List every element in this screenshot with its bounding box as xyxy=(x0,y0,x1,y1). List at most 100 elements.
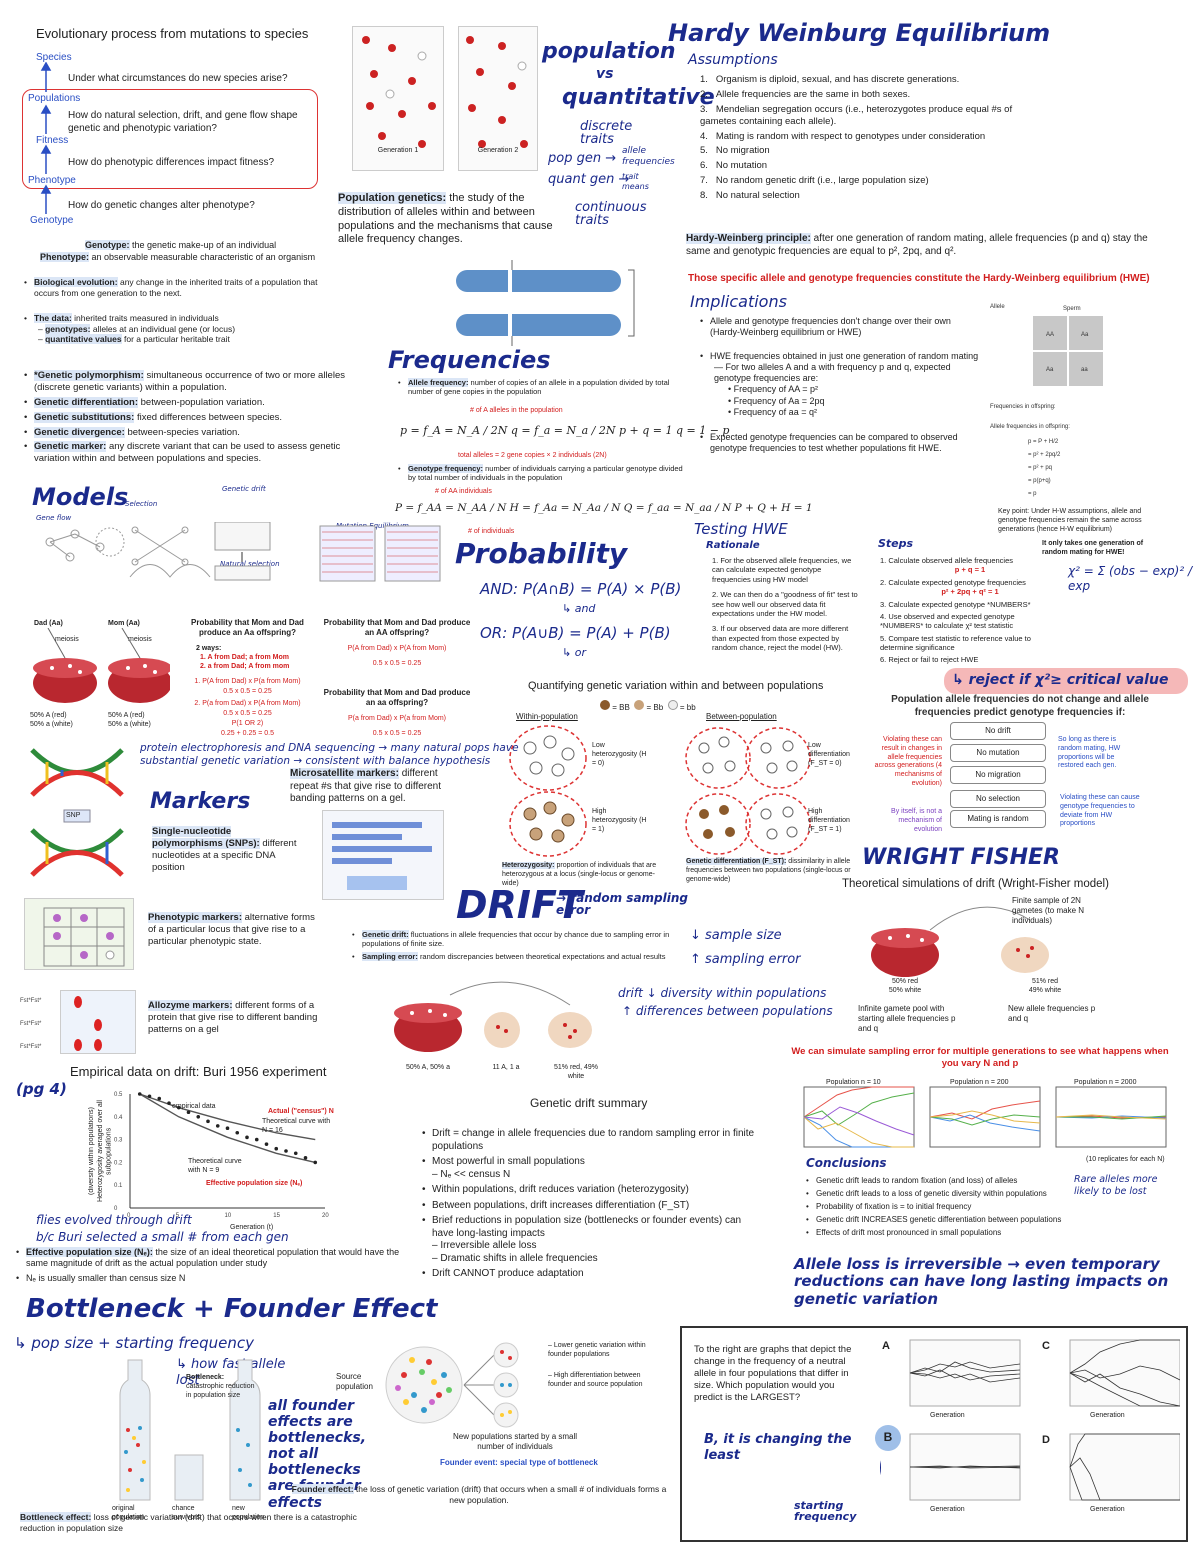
hwpred-right-purple: Violating these can cause genotype frequ… xyxy=(1060,794,1140,828)
assump-1: 1. Organism is diploid, sexual, and has … xyxy=(700,74,960,85)
quantvar-within: Within-population xyxy=(516,712,578,721)
buri-empirical-point xyxy=(313,1160,318,1165)
assump-7: 7. No random genetic drift (i.e., large … xyxy=(700,175,929,187)
punnett-pv: 0.25 + 0.25 = 0.5 xyxy=(221,730,274,737)
quiz-circle-b: B xyxy=(875,1425,901,1451)
quantvar-low-d: Low differentiation (F_ST = 0) xyxy=(808,742,850,767)
buri-pg: (pg 4) xyxy=(16,1080,67,1098)
wf-newf: New allele frequencies p and q xyxy=(1008,1004,1096,1023)
drift-title: DRIFT xyxy=(456,883,583,927)
buri-empirical-point xyxy=(254,1137,259,1142)
quantvar-circles xyxy=(509,725,811,857)
prob-and-label: ↳ and xyxy=(562,602,596,615)
punnett-q3: Probability that Mom and Dad produce an … xyxy=(323,688,471,707)
quiz-xlabel-b: Generation xyxy=(930,1506,965,1513)
hwpred-left-purple: By itself, is not a mechanism of evoluti… xyxy=(891,808,942,833)
testing-steps: Steps xyxy=(878,537,914,550)
evo-highlight-box xyxy=(22,89,318,189)
summary-list: Drift = change in allele frequencies due… xyxy=(422,1128,762,1284)
pq-discrete: discrete traits xyxy=(580,119,633,147)
testing-steps-list: 1. Calculate observed allele frequencies… xyxy=(880,556,1060,668)
buri-theory-n16-line xyxy=(139,1093,316,1141)
summary-4: Between populations, drift increases dif… xyxy=(422,1200,762,1213)
pq-allele: allele frequencies xyxy=(622,146,675,168)
wf-p1-label: Population n = 10 xyxy=(826,1079,881,1086)
quantvar-high-d: High differentiation (F_ST = 1) xyxy=(808,808,850,833)
wf-title: WRIGHT FISHER xyxy=(862,845,1060,870)
bottle-orig: original population xyxy=(112,1505,145,1521)
conc-5: Effects of drift most pronounced in smal… xyxy=(806,1228,1076,1238)
mom-label: Mom (Aa) xyxy=(108,620,140,627)
wf-p3-label: Population n = 2000 xyxy=(1074,1079,1137,1086)
snp-label: SNP xyxy=(66,812,81,819)
popgen-def: Population genetics: the study of the di… xyxy=(338,192,553,246)
svg-text:Fst*Fst*: Fst*Fst* xyxy=(20,998,42,1004)
dad-label: Dad (Aa) xyxy=(34,620,63,627)
buri-eff-def: Effective population size (Nₑ): the size… xyxy=(16,1247,412,1270)
quiz-label-d: D xyxy=(1042,1434,1050,1446)
buri-ytick: 0.3 xyxy=(114,1138,123,1144)
buri-empirical-point xyxy=(225,1126,230,1130)
models-selection: Selection xyxy=(125,500,158,508)
drift-note1: ↓ sample size xyxy=(690,928,782,943)
buri-empirical-point xyxy=(264,1142,269,1146)
gen1-label: Generation 1 xyxy=(377,147,419,154)
buri-empirical-point xyxy=(196,1115,201,1119)
quantvar-gd: Genetic differentiation (F_ST): dissimil… xyxy=(686,858,851,883)
def-genotype: Genotype: the genetic make-up of an indi… xyxy=(85,240,277,250)
buri-ytick: 0 xyxy=(114,1206,118,1212)
freq-geno-def: Genotype frequency: number of individual… xyxy=(398,464,688,483)
svg-text:aa: aa xyxy=(1081,367,1088,373)
punnett-ways: 2 ways: xyxy=(196,645,222,652)
prob-or-label: ↳ or xyxy=(562,646,586,659)
pq-l1: population xyxy=(542,39,676,64)
meiosis-1: meiosis xyxy=(55,636,79,643)
buri-empirical-point xyxy=(176,1105,181,1110)
buri-note2: b/c Buri selected a small # from each ge… xyxy=(36,1230,289,1244)
buri-xtick: 15 xyxy=(273,1213,280,1219)
assump-3: 3. Mendelian segregation occurs (i.e., h… xyxy=(700,103,1013,127)
models-drift: Genetic drift xyxy=(222,485,266,493)
hwe-red-note: Those specific allele and genotype frequ… xyxy=(688,273,1150,284)
conc-loss: Allele loss is irreversible → even tempo… xyxy=(794,1255,1169,1308)
buri-title: Empirical data on drift: Buri 1956 exper… xyxy=(70,1064,327,1079)
step-3: 3. Calculate expected genotype *NUMBERS* xyxy=(880,599,1031,609)
founder-lower: – Lower genetic variation within founder… xyxy=(548,1342,646,1358)
buri-empirical-point xyxy=(215,1124,220,1128)
quantvar-low-h: Low heterozygosity (H = 0) xyxy=(592,742,647,767)
assump-2: 2. Allele frequencies are the same in bo… xyxy=(700,88,911,100)
evo-title: Evolutionary process from mutations to s… xyxy=(36,26,309,41)
quiz-label-c: C xyxy=(1042,1340,1050,1352)
chi-formula: χ² = Σ (obs − exp)² / exp xyxy=(1068,564,1193,593)
buri-def-list: Effective population size (Nₑ): the size… xyxy=(16,1247,412,1287)
def-list-3: *Genetic polymorphism: simultaneous occu… xyxy=(24,370,364,468)
markers-title: Markers xyxy=(150,789,251,814)
wf-finite: Finite sample of 2N gametes (to make N i… xyxy=(1012,896,1085,925)
punnett-w1: 1. A from Dad; a from Mom xyxy=(200,654,289,661)
def-list-1: Biological evolution: any change in the … xyxy=(24,277,334,301)
bottle-note: all founder effects are bottlenecks, not… xyxy=(268,1398,367,1511)
label-genotype: Genotype xyxy=(30,215,74,226)
quantvar-title: Quantifying genetic variation within and… xyxy=(528,680,824,692)
evo-q3: How do phenotypic differences impact fit… xyxy=(68,157,275,168)
quantvar-between: Between-population xyxy=(706,712,777,721)
step-2: 2. Calculate expected genotype frequenci… xyxy=(880,577,1026,597)
drift-note3: drift ↓ diversity within populations xyxy=(618,986,827,1000)
buri-empirical-point xyxy=(245,1135,249,1140)
wf-pool: Infinite gamete pool with starting allel… xyxy=(858,1004,956,1033)
buri-empirical-point xyxy=(303,1156,308,1160)
prob-or: OR: P(A∪B) = P(A) + P(B) xyxy=(480,624,671,642)
conc-4: Genetic drift INCREASES genetic differen… xyxy=(806,1215,1076,1225)
prob-and: AND: P(A∩B) = P(A) × P(B) xyxy=(480,580,682,598)
def-data: The data: inherited traits measured in i… xyxy=(24,313,334,345)
meiosis-2: meiosis xyxy=(128,636,152,643)
conc-rare: Rare alleles more likely to be lost xyxy=(1074,1174,1158,1197)
def-list-2: The data: inherited traits measured in i… xyxy=(24,313,334,348)
conc-list: Genetic drift leads to random fixation (… xyxy=(806,1176,1076,1241)
buri-actual: Actual ("census") N xyxy=(268,1108,334,1115)
buri-empirical-point xyxy=(186,1110,191,1115)
hwpred-right-blue: So long as there is random mating, HW pr… xyxy=(1058,736,1121,770)
hwe-onegen: It only takes one generation of random m… xyxy=(1042,540,1144,556)
buri-theory-n9-line xyxy=(139,1093,316,1164)
